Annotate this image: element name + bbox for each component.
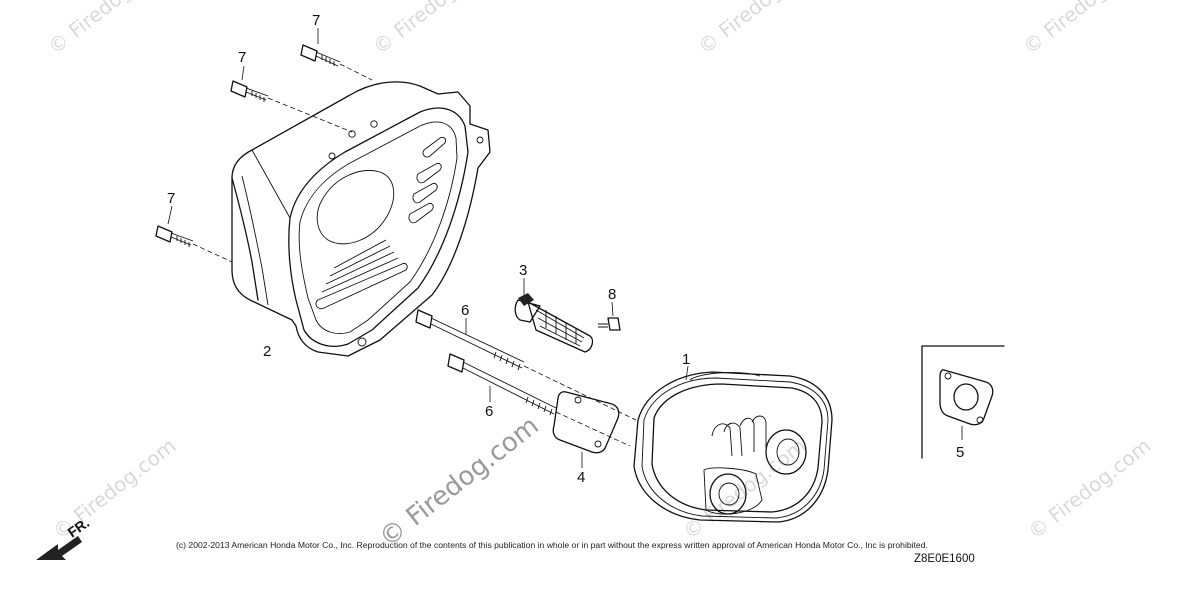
bolt-7-lower [155,225,194,247]
watermark-center: © Firedog.com [374,411,545,554]
callout-7-middle: 7 [238,49,246,66]
bolt-6-upper [415,309,525,371]
callout-6-upper: 6 [461,302,469,319]
bolt-7-top [300,44,341,67]
copyright-notice: (c) 2002-2013 American Honda Motor Co., … [176,540,928,550]
callout-4: 4 [577,469,585,486]
callout-3: 3 [519,262,527,279]
callout-7-lower: 7 [167,190,175,207]
muffler-1 [633,365,833,523]
callout-2: 2 [263,343,271,360]
watermark-tile: © Firedog.com [678,433,810,543]
inset-gasket-5 [921,345,1005,459]
diagram-code: Z8E0E1600 [914,553,975,565]
bolt-7-middle [230,80,269,102]
callout-7-top: 7 [312,12,320,29]
watermark-tiles: © Firedog.com © Firedog.com © Firedog.co… [43,0,1155,544]
muffler-protector [231,81,491,357]
watermark-tile: © Firedog.com [1018,0,1150,59]
callout-5: 5 [956,444,964,461]
watermark-tile: © Firedog.com [693,0,825,59]
watermark-tile: © Firedog.com [368,0,500,59]
callout-1: 1 [682,351,690,368]
gasket-4 [552,391,620,468]
watermark-tile: © Firedog.com [43,0,175,59]
screw-8 [598,301,621,331]
spark-arrester [514,278,594,353]
callout-6-lower: 6 [485,403,493,420]
watermark-tile: © Firedog.com [1023,433,1155,543]
bolt-6-lower [447,353,557,416]
callout-8: 8 [608,286,616,303]
